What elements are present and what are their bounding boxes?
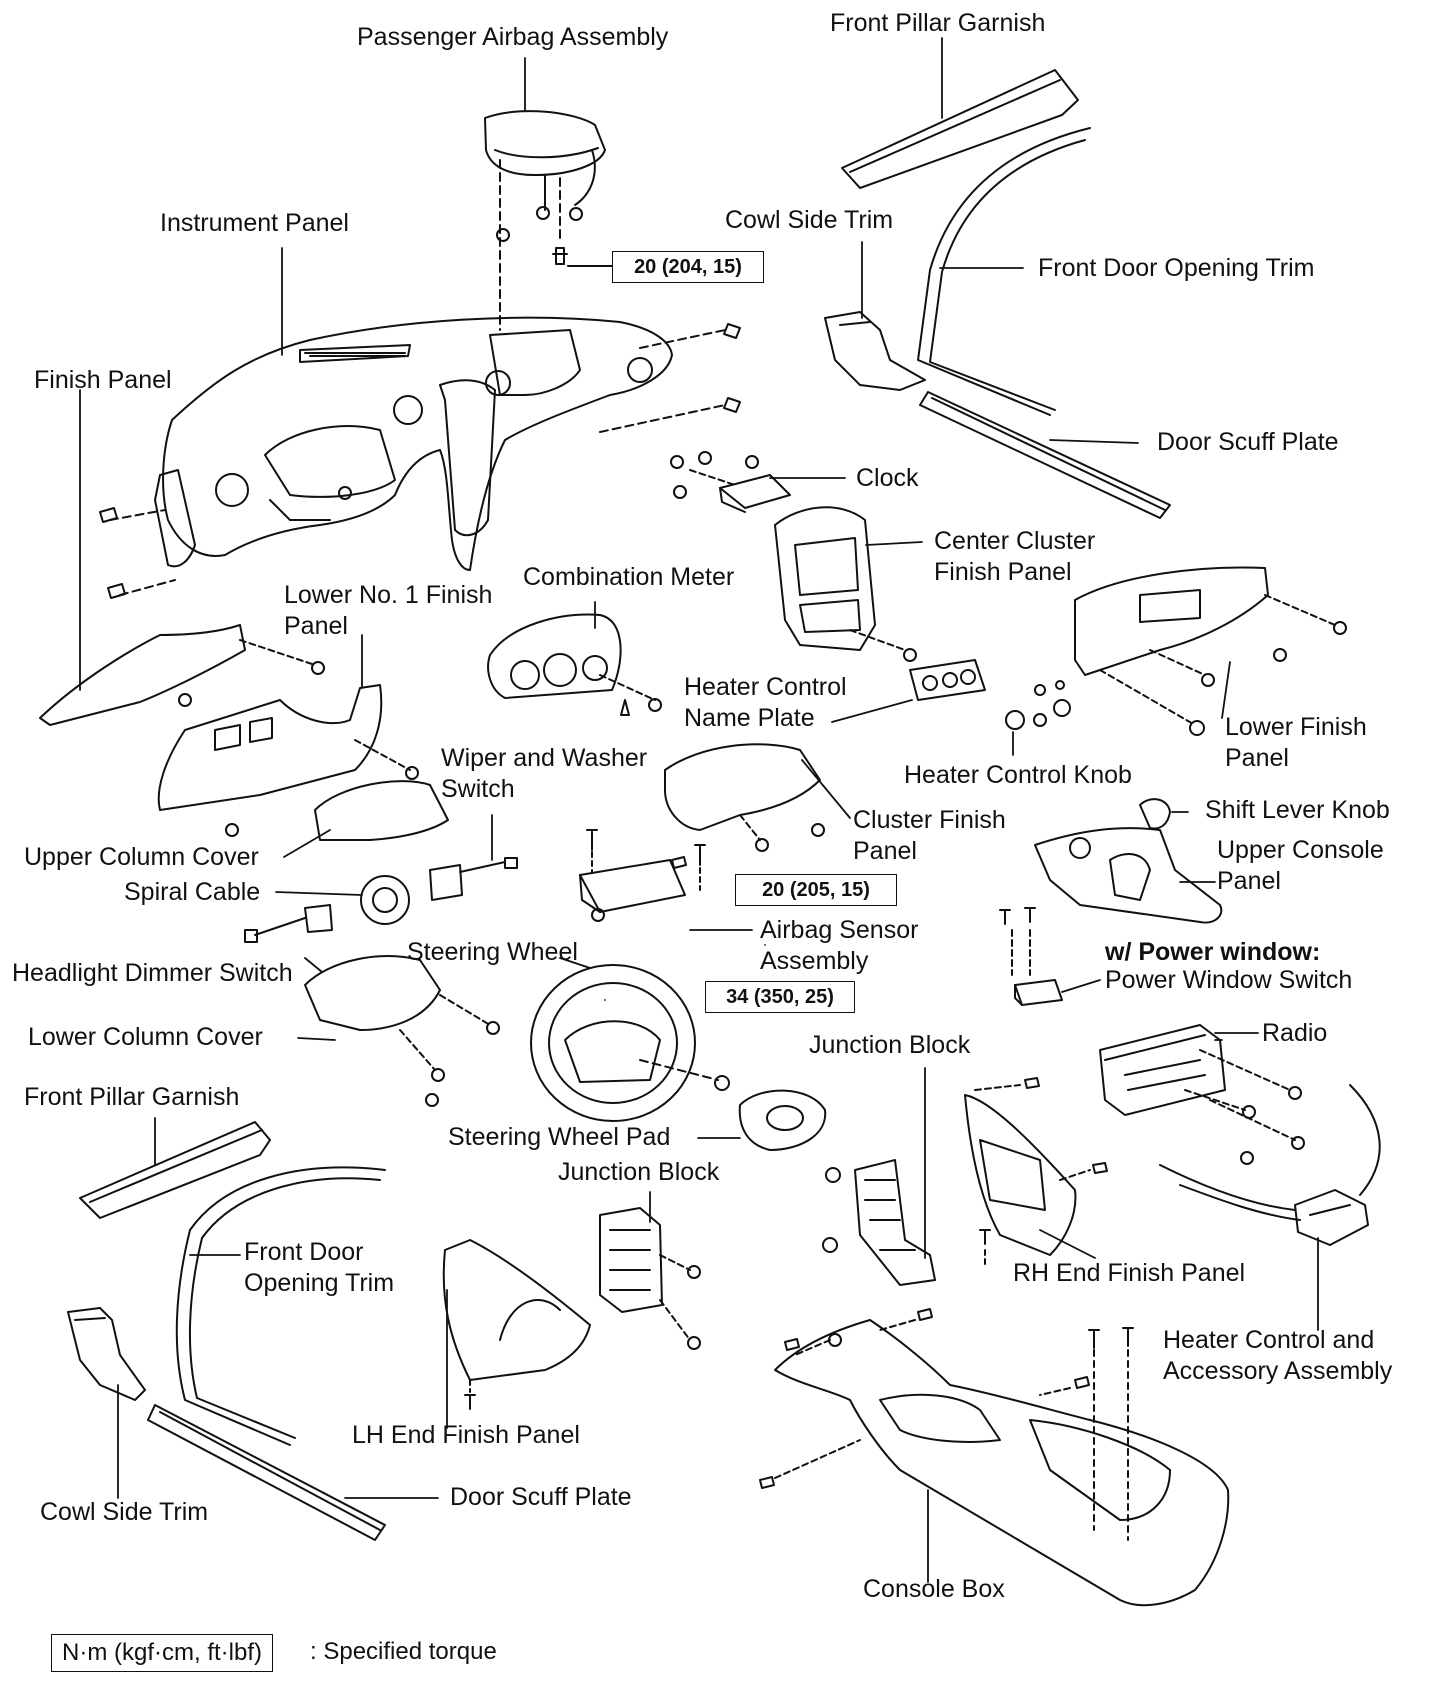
label-cowl-side-trim-rh: Cowl Side Trim <box>725 206 894 234</box>
label-front-door-opening-trim-rh: Front Door Opening Trim <box>1038 254 1315 282</box>
airbag-sensor-drawing <box>579 829 706 922</box>
front-door-opening-trim-lh-drawing <box>175 1166 386 1446</box>
cluster-finish-panel-drawing <box>664 743 825 852</box>
lower-column-cover-drawing <box>304 955 500 1107</box>
torque-box-wheel: 34 (350, 25) <box>705 981 855 1013</box>
passenger-airbag-drawing <box>484 110 606 221</box>
wiper-washer-switch-drawing <box>429 857 518 901</box>
label-shift-lever-knob: Shift Lever Knob <box>1205 796 1390 824</box>
label-lh-end-finish-panel: LH End Finish Panel <box>352 1421 580 1449</box>
label-spiral-cable: Spiral Cable <box>124 878 261 906</box>
lower-finish-panel-drawing <box>1074 566 1347 736</box>
clock-drawing <box>670 451 791 513</box>
label-lower-no1-finish-panel: Lower No. 1 Finish Panel <box>284 581 493 640</box>
label-front-pillar-garnish-rh: Front Pillar Garnish <box>830 9 1046 37</box>
front-door-opening-trim-rh-drawing <box>917 127 1091 416</box>
label-door-scuff-plate-lh: Door Scuff Plate <box>450 1483 632 1511</box>
label-rh-end-finish-panel: RH End Finish Panel <box>1013 1259 1246 1287</box>
label-console-box: Console Box <box>863 1575 1005 1603</box>
airbag-bolts <box>496 159 613 331</box>
label-combination-meter: Combination Meter <box>523 563 735 591</box>
steering-wheel-drawing <box>530 964 730 1122</box>
label-clock: Clock <box>856 464 919 492</box>
label-heater-control-name-plate: Heater Control Name Plate <box>684 673 847 732</box>
spiral-cable-drawing <box>360 875 410 925</box>
label-heater-control-knob: Heater Control Knob <box>904 761 1132 789</box>
label-junction-block-lh: Junction Block <box>558 1158 720 1186</box>
front-pillar-garnish-lh-drawing <box>79 1121 271 1219</box>
label-radio: Radio <box>1262 1019 1328 1047</box>
label-heater-control-accessory-assembly: Heater Control and Accessory Assembly <box>1163 1326 1393 1385</box>
cowl-side-trim-rh-drawing <box>824 311 926 391</box>
door-scuff-plate-lh-drawing <box>147 1404 386 1541</box>
steering-wheel-pad-drawing <box>738 1089 827 1151</box>
torque-box-sensor: 20 (205, 15) <box>735 874 897 906</box>
label-upper-console-panel: Upper Console Panel <box>1217 836 1384 895</box>
label-center-cluster-finish-panel: Center Cluster Finish Panel <box>934 527 1096 586</box>
torque-box-airbag: 20 (204, 15) <box>612 251 764 283</box>
center-cluster-finish-panel-drawing <box>774 506 917 662</box>
label-lower-finish-panel: Lower Finish Panel <box>1225 713 1367 772</box>
junction-block-center-drawing <box>599 1207 701 1350</box>
label-steering-wheel-pad: Steering Wheel Pad <box>448 1123 671 1151</box>
label-cluster-finish-panel: Cluster Finish Panel <box>853 806 1006 865</box>
label-steering-wheel: Steering Wheel <box>407 938 578 966</box>
rh-end-finish-panel-drawing <box>964 1077 1108 1256</box>
instrument-panel-drawing <box>162 316 673 571</box>
cowl-side-trim-lh-drawing <box>67 1307 146 1401</box>
headlight-dimmer-switch-drawing <box>244 904 333 943</box>
label-cowl-side-trim-lh: Cowl Side Trim <box>40 1498 209 1526</box>
label-front-pillar-garnish-lh: Front Pillar Garnish <box>24 1083 240 1111</box>
label-front-door-opening-trim-lh: Front Door Opening Trim <box>244 1238 395 1297</box>
console-box-drawing <box>759 1308 1230 1607</box>
heater-control-accessory-drawing <box>1159 1084 1381 1246</box>
label-instrument-panel: Instrument Panel <box>160 209 349 237</box>
label-headlight-dimmer-switch: Headlight Dimmer Switch <box>12 959 293 987</box>
upper-console-panel-drawing <box>1034 827 1223 924</box>
instrument-panel-bolts <box>99 323 741 599</box>
heater-control-knob-drawing <box>1005 680 1071 730</box>
junction-block-rh-drawing <box>822 1159 991 1286</box>
label-upper-column-cover: Upper Column Cover <box>24 843 259 871</box>
finish-panel-drawing <box>154 469 196 568</box>
label-passenger-airbag-assembly: Passenger Airbag Assembly <box>357 23 669 51</box>
lower-no1-finish-panel-drawing <box>157 684 419 837</box>
door-scuff-plate-rh-drawing <box>919 391 1171 519</box>
radio-drawing <box>1099 1024 1305 1165</box>
leader-lines <box>79 37 1319 1583</box>
power-window-switch-drawing <box>999 907 1063 1006</box>
label-junction-block-rh: Junction Block <box>809 1031 971 1059</box>
lh-end-finish-panel-drawing <box>442 1239 591 1410</box>
finish-panel-lower-drawing <box>39 624 325 726</box>
upper-column-cover-drawing <box>314 780 449 841</box>
label-airbag-sensor-assembly: Airbag Sensor Assembly <box>760 916 919 975</box>
label-power-window-switch: Power Window Switch <box>1105 966 1353 994</box>
label-lower-column-cover: Lower Column Cover <box>28 1023 263 1051</box>
legend-torque-unit-box: N·m (kgf·cm, ft·lbf) <box>51 1634 273 1672</box>
combination-meter-drawing <box>487 613 662 716</box>
legend-specified-torque: : Specified torque <box>310 1638 497 1665</box>
shift-lever-knob-drawing <box>1139 798 1171 830</box>
front-pillar-garnish-rh-drawing <box>841 69 1079 189</box>
label-finish-panel: Finish Panel <box>34 366 172 394</box>
label-power-window-heading: w/ Power window: <box>1105 938 1321 966</box>
label-door-scuff-plate-rh: Door Scuff Plate <box>1157 428 1339 456</box>
label-wiper-washer-switch: Wiper and Washer Switch <box>441 744 648 803</box>
heater-control-name-plate-drawing <box>909 659 986 701</box>
